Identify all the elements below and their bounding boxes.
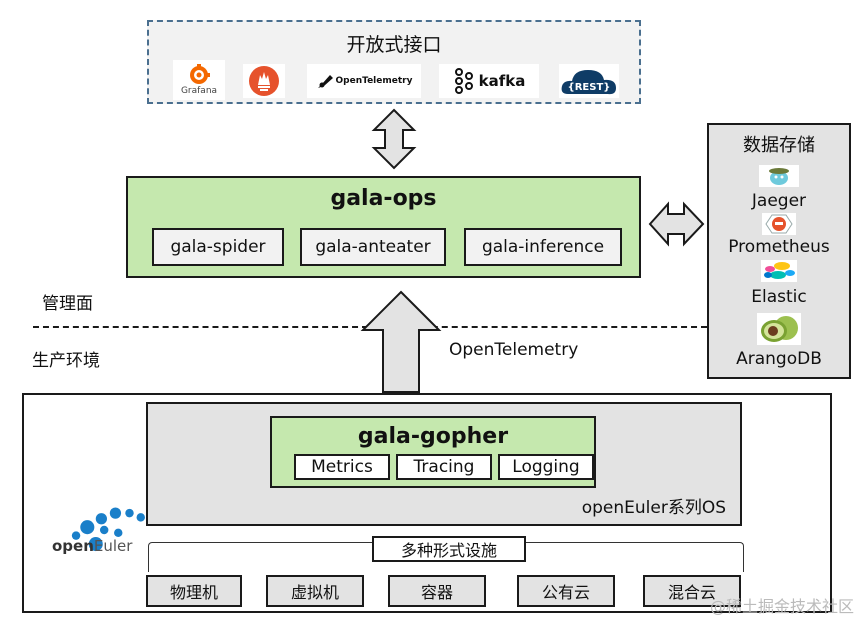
- telescope-icon: [317, 75, 333, 88]
- infra-item-hybrid-cloud: 混合云: [643, 575, 741, 607]
- openeuler-logo-text-light: Euler: [93, 537, 133, 555]
- grafana-logo: Grafana: [173, 60, 225, 100]
- kafka-logo: kafka: [439, 64, 539, 98]
- management-plane-label: 管理面: [42, 294, 93, 314]
- upward-data-arrow: [360, 290, 442, 393]
- gala-inference-box: gala-inference: [464, 228, 622, 266]
- grafana-label: Grafana: [180, 86, 218, 96]
- storage-item-elastic: Elastic: [751, 287, 807, 307]
- opentelemetry-protocol-label: OpenTelemetry: [449, 340, 579, 360]
- open-interfaces-panel: 开放式接口 Grafana OpenTelemetry: [147, 20, 641, 104]
- watermark: @稀土掘金技术社区: [709, 597, 854, 616]
- opentelemetry-label: OpenTelemetry: [335, 76, 413, 86]
- infra-item-public-cloud: 公有云: [517, 575, 615, 607]
- openeuler-os-label: openEuler系列OS: [581, 498, 726, 518]
- gala-ops-panel: gala-ops gala-spider gala-anteater gala-…: [126, 176, 641, 278]
- gala-spider-box: gala-spider: [152, 228, 284, 266]
- production-plane-label: 生产环境: [32, 351, 100, 371]
- gala-ops-title: gala-ops: [330, 186, 437, 211]
- infrastructure-title: 多种形式设施: [372, 536, 526, 562]
- opentelemetry-logo: OpenTelemetry: [307, 64, 421, 98]
- openeuler-logo-text-bold: open: [52, 537, 94, 555]
- openeuler-logo-text: openEuler: [52, 537, 132, 555]
- tracing-box: Tracing: [396, 454, 492, 480]
- openeuler-logo-icon: [71, 507, 145, 552]
- storage-item-arangodb: ArangoDB: [736, 349, 822, 369]
- kafka-label: kafka: [478, 72, 526, 90]
- logging-box: Logging: [498, 454, 594, 480]
- storage-item-prometheus: Prometheus: [728, 237, 830, 257]
- gala-gopher-title: gala-gopher: [357, 424, 509, 449]
- infra-item-container: 容器: [388, 575, 486, 607]
- jaeger-gopher-icon: [759, 165, 799, 187]
- gala-gopher-panel: gala-gopher Metrics Tracing Logging: [270, 416, 596, 488]
- data-storage-panel: 数据存储 Jaeger Prometheus Elastic ArangoDB: [707, 123, 851, 379]
- gala-anteater-box: gala-anteater: [300, 228, 446, 266]
- svg-text:{REST}: {REST}: [568, 82, 611, 93]
- bidirectional-horizontal-arrow: [648, 201, 705, 247]
- storage-item-jaeger: Jaeger: [751, 191, 807, 211]
- kafka-icon: [454, 68, 473, 94]
- data-storage-title: 数据存储: [743, 135, 815, 156]
- rest-cloud-icon: {REST}: [561, 70, 616, 95]
- open-interfaces-title: 开放式接口: [346, 34, 442, 56]
- rest-logo: {REST}: [559, 64, 619, 98]
- grafana-icon: [190, 64, 210, 84]
- infra-item-virtual-machine: 虚拟机: [266, 575, 364, 607]
- prometheus-logo: [243, 64, 285, 98]
- bidirectional-vertical-arrow: [371, 108, 417, 170]
- metrics-box: Metrics: [294, 454, 390, 480]
- arangodb-avocado-icon: [757, 313, 801, 345]
- prometheus-icon: [249, 66, 279, 96]
- infra-item-physical-machine: 物理机: [146, 575, 242, 607]
- elastic-icon: [761, 260, 797, 282]
- prometheus-icon: [762, 213, 796, 235]
